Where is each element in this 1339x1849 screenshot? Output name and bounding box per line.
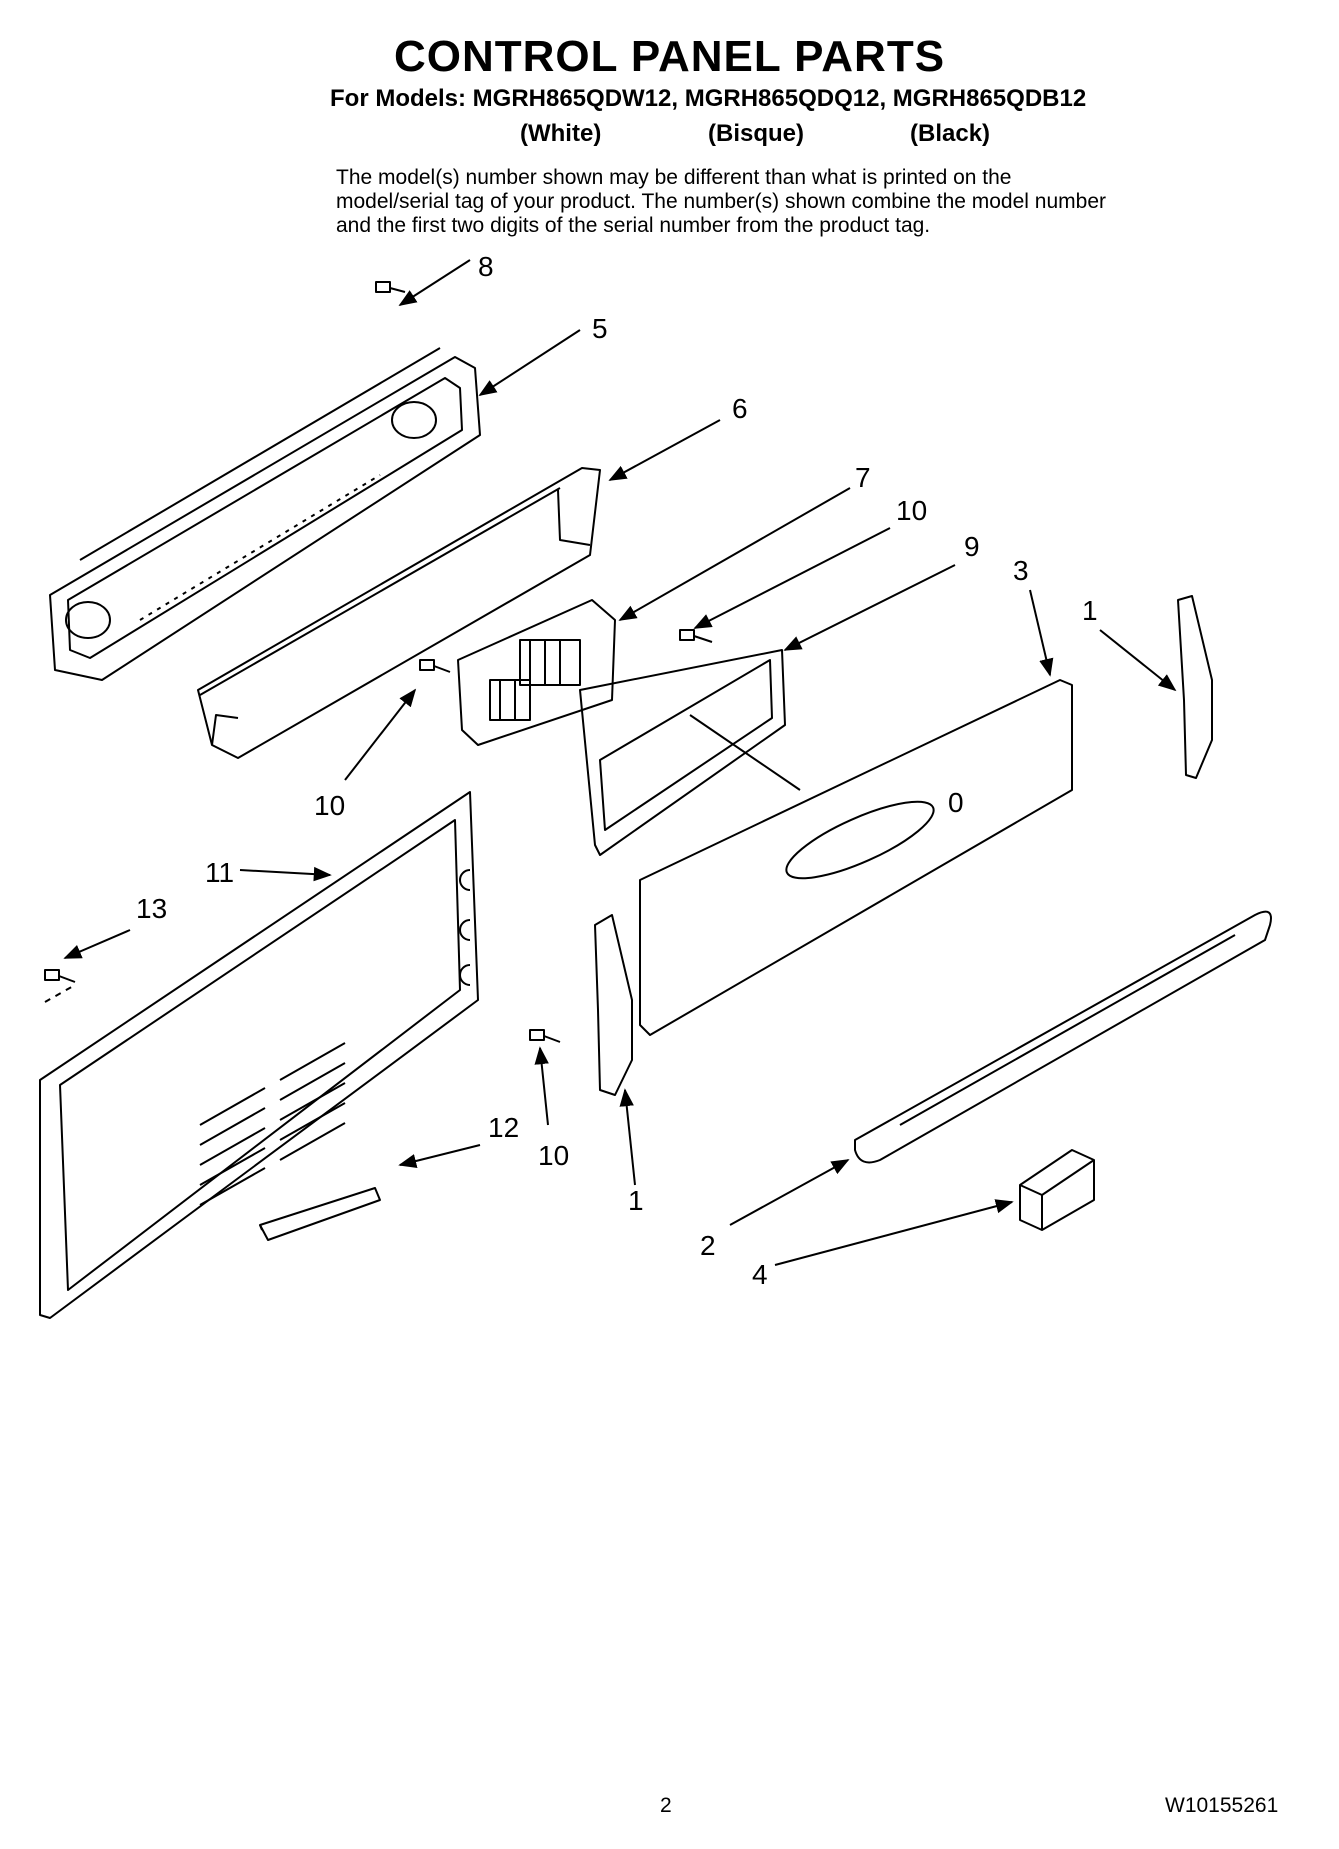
color-black: (Black) xyxy=(910,120,991,147)
vent-slots xyxy=(199,1042,346,1206)
part-side-bracket-right xyxy=(1177,595,1213,779)
callout-1-left: 1 xyxy=(628,1185,644,1216)
color-bisque: (Bisque) xyxy=(708,120,804,147)
part-front-panel xyxy=(39,791,479,1319)
screw-8 xyxy=(375,281,406,293)
part-side-bracket-left xyxy=(594,914,633,1096)
screw-10-upper xyxy=(679,629,713,643)
part-insulation-strip xyxy=(259,1187,381,1241)
callout-2: 2 xyxy=(700,1230,716,1261)
part-rear-frame xyxy=(49,347,481,681)
callout-10-left: 10 xyxy=(314,790,345,821)
page-title: CONTROL PANEL PARTS xyxy=(393,32,946,81)
part-control-glass: 0 xyxy=(639,679,1073,1036)
callout-8: 8 xyxy=(478,251,494,282)
page-number: 2 xyxy=(660,1794,672,1817)
callout-10-lower: 10 xyxy=(538,1140,569,1171)
callout-1-right: 1 xyxy=(1082,595,1098,626)
models-line: For Models: MGRH865QDW12, MGRH865QDQ12, … xyxy=(330,85,1087,112)
svg-text:0: 0 xyxy=(948,787,964,818)
part-handle xyxy=(854,910,1272,1164)
callout-6: 6 xyxy=(732,393,748,424)
callout-9: 9 xyxy=(964,531,980,562)
callout-5: 5 xyxy=(592,313,608,344)
part-connector-block xyxy=(1019,1149,1095,1231)
part-display-housing xyxy=(579,649,801,856)
callout-7: 7 xyxy=(855,462,871,493)
screw-10-lower xyxy=(529,1029,561,1043)
color-white: (White) xyxy=(520,120,602,147)
leader-arrows xyxy=(63,259,1177,1266)
callout-11: 11 xyxy=(205,857,234,888)
model-note: The model(s) number shown may be differe… xyxy=(336,166,1106,237)
callout-12: 12 xyxy=(488,1112,519,1143)
document-number: W10155261 xyxy=(1165,1794,1279,1817)
callout-10-upper: 10 xyxy=(896,495,927,526)
part-support-bracket xyxy=(197,467,601,759)
screw-13 xyxy=(44,969,76,983)
screw-10-left xyxy=(419,659,451,673)
callout-3: 3 xyxy=(1013,555,1029,586)
callout-4: 4 xyxy=(752,1259,768,1290)
part-control-board xyxy=(457,599,616,746)
callout-13: 13 xyxy=(136,893,167,924)
